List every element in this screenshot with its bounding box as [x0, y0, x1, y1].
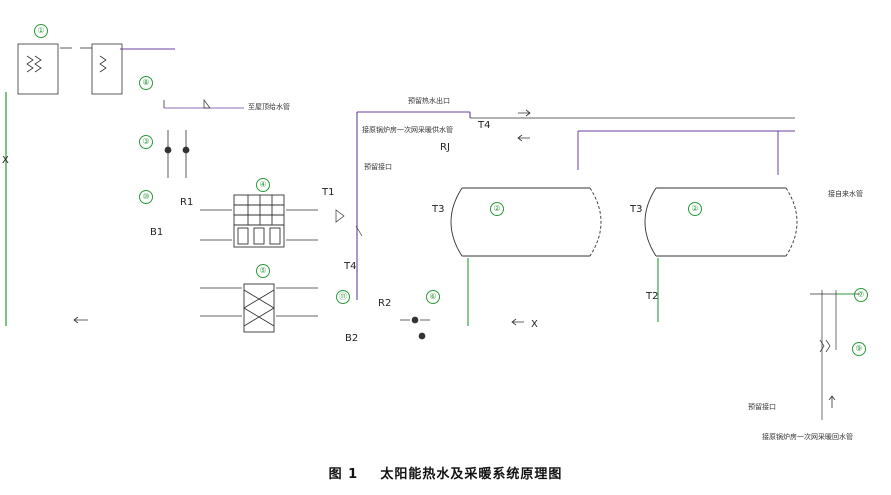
arrow-left-top	[517, 134, 530, 142]
b2-label: B2	[345, 333, 359, 344]
figure-number: 图 1	[328, 467, 359, 482]
reserved-hot-outlet-label: 预留热水出口	[408, 97, 450, 105]
boiler-return-label: 接原锅炉房一次网采暖回水管	[762, 433, 853, 441]
storage-tank-2	[644, 187, 798, 257]
callout-5: ⑤	[256, 264, 270, 278]
right-return-pipes	[810, 290, 860, 420]
arrow-up-bottom-right	[828, 395, 836, 408]
t1-label: T1	[322, 187, 335, 198]
heat-exchanger-4	[233, 194, 285, 248]
callout-9: ⑨	[852, 342, 866, 356]
callout-2b: ②	[688, 202, 702, 216]
purple-riser	[356, 111, 471, 300]
callout-11: ⑪	[336, 290, 350, 304]
boiler-supply-label: 接原锅炉房一次网采暖供水管	[362, 126, 453, 134]
callout-10: ⑩	[139, 190, 153, 204]
arrow-left-mid	[511, 318, 524, 326]
callout-4: ④	[256, 178, 270, 192]
rj-label: RJ	[440, 142, 450, 153]
solar-collector-2	[80, 43, 123, 95]
valve-group-3	[164, 130, 190, 178]
solar-collector-1	[17, 43, 72, 95]
callout-8: ⑧	[139, 76, 153, 90]
callout-2a: ②	[490, 202, 504, 216]
arrow-left-bottom	[73, 316, 88, 324]
arrow-right-top	[518, 109, 531, 117]
t4a-label: T4	[344, 261, 357, 272]
r1-label: R1	[180, 197, 194, 208]
callout-7: ⑦	[854, 288, 868, 302]
figure-caption: 图 1 太阳能热水及采暖系统原理图	[0, 463, 891, 482]
callout-6: ⑥	[426, 290, 440, 304]
roof-supply-label: 至屋顶给水管	[248, 103, 290, 111]
reserved-inlet-top-label: 预留接口	[364, 163, 392, 171]
to-hot-water-label: 接自来水管	[828, 190, 863, 198]
figure-title: 太阳能热水及采暖系统原理图	[380, 467, 563, 482]
reserved-inlet-bottom-label: 预留接口	[748, 403, 776, 411]
r2-label: R2	[378, 298, 392, 309]
x-mark-bottom: X	[531, 319, 538, 330]
callout-1: ①	[34, 24, 48, 38]
t3a-label: T3	[432, 204, 445, 215]
misc-valves	[203, 98, 831, 353]
callout-3: ③	[139, 135, 153, 149]
t3b-label: T3	[630, 204, 643, 215]
t2-label: T2	[646, 291, 659, 302]
x-mark-left: X	[2, 155, 9, 166]
storage-tank-1	[450, 187, 602, 257]
b1-label: B1	[150, 227, 164, 238]
plate-exchanger-5	[243, 283, 275, 333]
exchanger-pipes	[200, 209, 318, 317]
t4b-label: T4	[478, 120, 491, 131]
